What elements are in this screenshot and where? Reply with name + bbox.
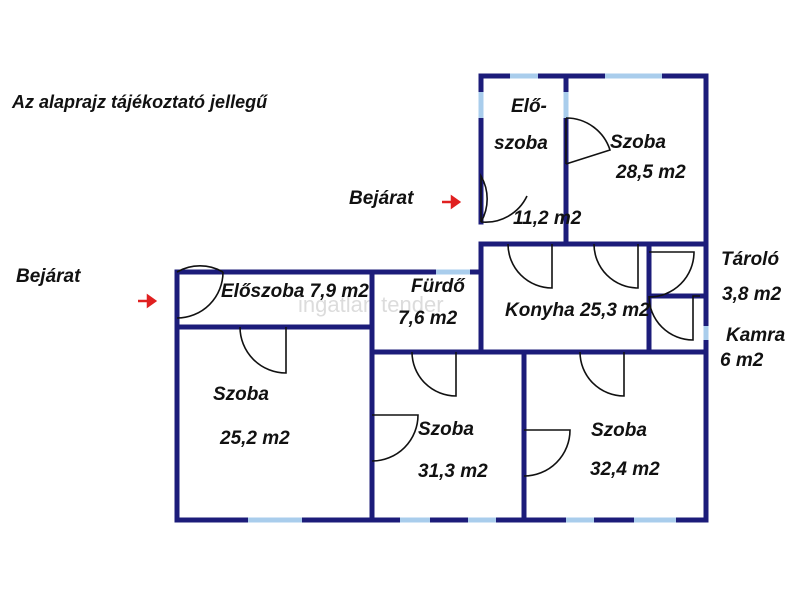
room-furdo-name: Fürdő xyxy=(411,276,466,297)
room-tarolo-name: Tároló xyxy=(721,249,779,270)
room-eloszoba-top-line2: szoba xyxy=(494,133,548,154)
room-furdo-area: 7,6 m2 xyxy=(398,308,458,329)
room-szoba-w-area: 25,2 m2 xyxy=(219,428,290,449)
room-eloszoba-top-line1: Elő- xyxy=(511,96,547,117)
doors xyxy=(176,117,700,477)
room-szoba-e-area: 32,4 m2 xyxy=(590,459,660,480)
room-szoba-e-name: Szoba xyxy=(591,420,647,441)
room-szoba-ne-area: 28,5 m2 xyxy=(615,162,686,183)
entrance-arrow-upper xyxy=(442,194,462,210)
room-szoba-ne-name: Szoba xyxy=(610,132,666,153)
room-kamra-name: Kamra xyxy=(726,325,786,346)
entrance-arrow-lower xyxy=(138,293,158,309)
room-eloszoba-left: Előszoba 7,9 m2 xyxy=(221,281,369,302)
room-kamra-area: 6 m2 xyxy=(720,350,764,371)
entrance-label-lower: Bejárat xyxy=(16,266,81,287)
room-konyha: Konyha 25,3 m2 xyxy=(505,300,650,321)
entrance-label-upper: Bejárat xyxy=(349,188,414,209)
room-tarolo-area: 3,8 m2 xyxy=(722,284,782,305)
room-eloszoba-top-area: 11,2 m2 xyxy=(513,208,582,229)
room-szoba-w-name: Szoba xyxy=(213,384,269,405)
room-szoba-m-area: 31,3 m2 xyxy=(418,461,488,482)
room-szoba-m-name: Szoba xyxy=(418,419,474,440)
disclaimer-note: Az alaprajz tájékoztató jellegű xyxy=(11,92,268,112)
windows xyxy=(248,73,709,523)
